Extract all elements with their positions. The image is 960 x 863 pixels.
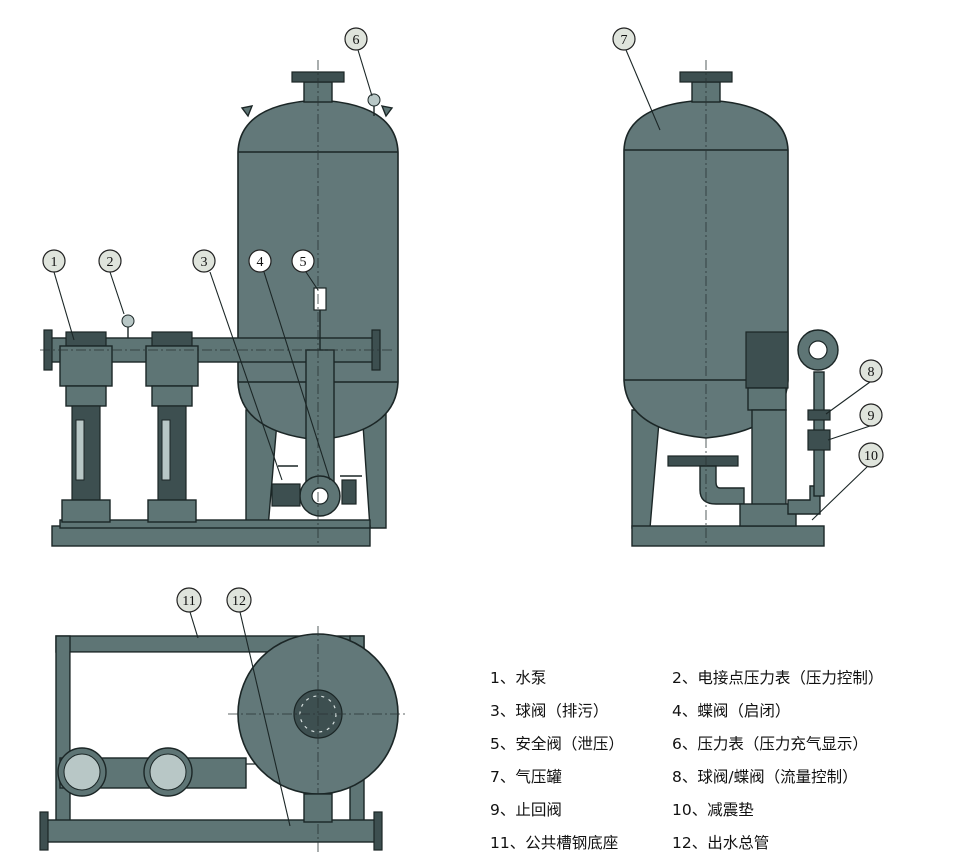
contact-pressure-gauge xyxy=(121,314,135,328)
callout-7: 7 xyxy=(612,27,636,51)
callout-2: 2 xyxy=(98,249,122,273)
drain-ball-valve xyxy=(271,483,301,507)
callout-label: 6 xyxy=(353,33,360,48)
legend-item: 4、蝶阀（启闭） xyxy=(672,702,791,720)
pump-2 xyxy=(145,331,199,523)
callout-label: 11 xyxy=(182,594,195,609)
callout-6: 6 xyxy=(344,27,368,51)
callout-4: 4 xyxy=(248,249,272,273)
legend-item: 5、安全阀（泄压） xyxy=(490,735,624,753)
callout-3: 3 xyxy=(192,249,216,273)
base-channel-side xyxy=(631,525,825,547)
butterfly-valve xyxy=(341,479,357,505)
callout-label: 7 xyxy=(621,33,628,48)
callout-12: 12 xyxy=(226,587,252,613)
callout-1: 1 xyxy=(42,249,66,273)
callout-11: 11 xyxy=(176,587,202,613)
callout-label: 3 xyxy=(201,255,208,270)
callout-label: 1 xyxy=(51,255,58,270)
front-view xyxy=(40,60,399,547)
legend-item: 8、球阀/蝶阀（流量控制） xyxy=(672,768,858,786)
flow-control-valve xyxy=(807,409,831,421)
callout-label: 2 xyxy=(107,255,114,270)
legend-item: 7、气压罐 xyxy=(490,768,562,786)
legend-item: 11、公共槽钢底座 xyxy=(490,834,619,852)
side-view xyxy=(623,60,839,547)
legend-item: 9、止回阀 xyxy=(490,801,562,819)
pump-head-1 xyxy=(57,747,107,797)
leader-lines xyxy=(53,49,871,827)
pump-head-2 xyxy=(143,747,193,797)
callout-label: 5 xyxy=(300,255,307,270)
callout-label: 12 xyxy=(232,594,246,609)
callout-9: 9 xyxy=(859,403,883,427)
callout-label: 8 xyxy=(868,365,875,380)
callout-label: 4 xyxy=(257,255,264,270)
callout-label: 9 xyxy=(868,409,875,424)
check-valve xyxy=(807,429,831,451)
legend-item: 3、球阀（排污） xyxy=(490,702,609,720)
callout-8: 8 xyxy=(859,359,883,383)
parts-legend: 1、水泵 2、电接点压力表（压力控制） 3、球阀（排污） 4、蝶阀（启闭） 5、… xyxy=(490,664,952,858)
legend-item: 1、水泵 xyxy=(490,669,547,687)
callout-label: 10 xyxy=(864,449,878,464)
tank-pressure-gauge xyxy=(367,93,381,107)
pump-1 xyxy=(59,331,113,523)
callout-10: 10 xyxy=(858,442,884,468)
legend-item: 2、电接点压力表（压力控制） xyxy=(672,669,884,687)
callout-5: 5 xyxy=(291,249,315,273)
legend-item: 12、出水总管 xyxy=(672,834,770,852)
legend-item: 10、减震垫 xyxy=(672,801,754,819)
legend-item: 6、压力表（压力充气显示） xyxy=(672,735,868,753)
top-view xyxy=(39,626,406,852)
